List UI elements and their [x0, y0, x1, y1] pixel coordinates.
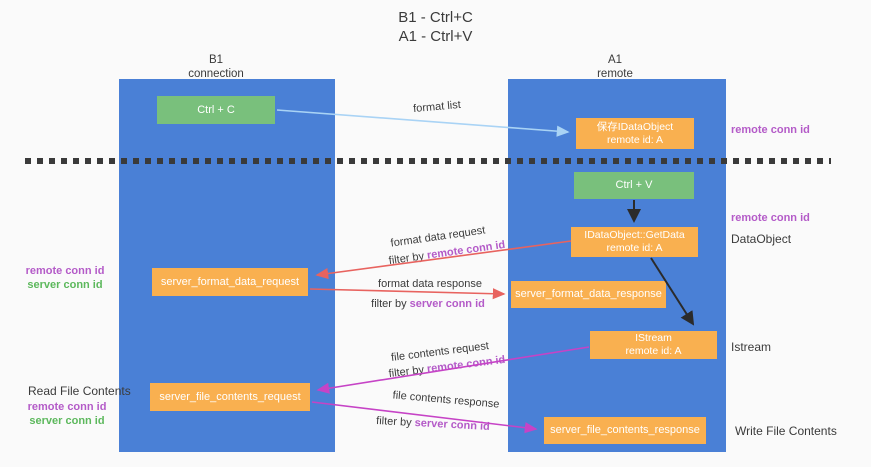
dataobject-label: DataObject [731, 232, 792, 246]
node-ctrl-v: Ctrl + V [574, 172, 694, 199]
node-istream: IStream remote id: A [590, 331, 717, 359]
column-left-name: B1 [208, 54, 224, 66]
filter-by-text: filter by [371, 298, 410, 310]
remote-conn-id-label-left-file: remote conn id [27, 401, 107, 413]
node-save-dataobject-line2: remote id: A [606, 133, 664, 146]
node-server-format-data-response: server_format_data_response [511, 281, 666, 308]
node-getdata: IDataObject::GetData remote id: A [571, 227, 698, 257]
node-server-file-contents-response: server_file_contents_response [544, 417, 706, 444]
node-server-format-data-request: server_format_data_request [152, 268, 308, 296]
column-left-header: B1 connection [156, 53, 276, 81]
page-title: B1 - Ctrl+C A1 - Ctrl+V [0, 8, 871, 46]
server-conn-id-label-left-format: server conn id [27, 279, 103, 291]
node-istream-line1: IStream [635, 332, 672, 344]
node-server-file-contents-request-label: server_file_contents_request [159, 390, 301, 403]
node-server-file-contents-response-label: server_file_contents_response [550, 424, 700, 436]
edge-label-filter-server-1: filter by server conn id [371, 298, 485, 310]
column-left-subtitle: connection [188, 68, 244, 80]
column-right-subtitle: remote [597, 68, 633, 80]
node-ctrl-c-label: Ctrl + C [197, 103, 235, 116]
node-ctrl-c: Ctrl + C [157, 96, 275, 124]
write-file-contents-label: Write File Contents [735, 424, 837, 438]
node-server-file-contents-request: server_file_contents_request [150, 383, 310, 411]
istream-label: Istream [731, 340, 772, 354]
remote-conn-id-label-left-format: remote conn id [25, 265, 105, 277]
node-ctrl-v-label: Ctrl + V [615, 179, 653, 191]
node-istream-line2: remote id: A [625, 345, 682, 357]
title-line-1: B1 - Ctrl+C [398, 9, 473, 26]
left-conn-id-stack-file: remote conn id server conn id [22, 400, 112, 428]
node-save-dataobject: 保存IDataObject remote id: A [576, 118, 694, 149]
dashed-separator [25, 158, 831, 164]
filter-server-conn-id: server conn id [409, 298, 485, 310]
edge-label-file-contents-response: file contents response [392, 389, 500, 411]
left-conn-id-stack-format: remote conn id server conn id [20, 264, 110, 292]
edge-label-format-data-response: format data response [378, 278, 482, 290]
node-getdata-line2: remote id: A [606, 242, 663, 254]
read-file-contents-label: Read File Contents [28, 384, 131, 398]
remote-conn-id-label-mid: remote conn id [731, 212, 810, 224]
server-conn-id-label-left-file: server conn id [29, 415, 105, 427]
node-server-format-data-request-label: server_format_data_request [160, 275, 300, 288]
node-save-dataobject-line1: 保存IDataObject [596, 120, 674, 133]
column-right-header: A1 remote [555, 53, 675, 81]
filter-by-text: filter by [375, 415, 415, 430]
filter-server-conn-id: server conn id [414, 417, 491, 433]
edge-label-filter-server-2: filter by server conn id [376, 415, 490, 433]
edge-label-format-list: format list [412, 98, 462, 116]
node-getdata-line1: IDataObject::GetData [584, 229, 685, 241]
remote-conn-id-label-top: remote conn id [731, 124, 810, 136]
column-right-name: A1 [607, 54, 623, 66]
title-line-2: A1 - Ctrl+V [398, 28, 473, 45]
filter-by-text: filter by [388, 249, 428, 268]
filter-by-text: filter by [388, 363, 428, 381]
node-server-format-data-response-label: server_format_data_response [515, 288, 662, 300]
